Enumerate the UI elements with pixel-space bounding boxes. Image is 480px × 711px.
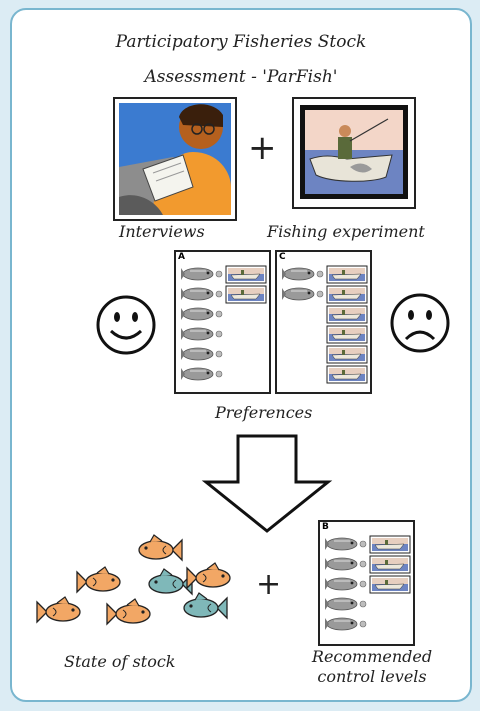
panel-b-contents [325,535,411,631]
preferences-label: Preferences [215,403,313,422]
stock-fish-icon [36,596,81,624]
panel-fish-icon [181,347,223,361]
interview-illustration [113,97,237,221]
panel-boat-icon [225,285,267,304]
panel-boat-icon [326,325,368,344]
panel-fish-icon [181,327,223,341]
stock-fish-icon [186,562,231,590]
panel-boat-icon [369,555,411,574]
panel-fish-icon [282,287,324,301]
fishing-illustration [292,97,416,209]
panel-boat-icon [326,285,368,304]
panel-a-id: A [178,252,185,262]
preference-panel-c: C [275,250,372,394]
panel-fish-icon [181,287,223,301]
panel-boat-icon [326,345,368,364]
plus-sign-bottom: + [256,567,282,602]
panel-c-contents [282,265,368,384]
state-of-stock-label: State of stock [64,652,176,671]
panel-fish-icon [181,367,223,381]
recommended-label-line-1: Recommended [311,647,433,666]
recommended-label-line-2: control levels [317,667,427,686]
panel-fish-icon [325,557,367,571]
panel-boat-icon [369,535,411,554]
stock-fish-icon [106,598,151,626]
happy-face-icon [96,295,156,355]
title-line-1: Participatory Fisheries Stock [115,32,367,52]
panel-boat-icon [326,365,368,384]
title-line-2: Assessment - 'ParFish' [144,67,338,87]
panel-fish-icon [282,267,324,281]
diagram-frame: Participatory Fisheries Stock Assessment… [10,8,472,702]
preference-panel-a: A [174,250,271,394]
panel-boat-icon [326,265,368,284]
stock-fish-icon [138,534,183,562]
panel-fish-icon [325,597,367,611]
panel-fish-icon [325,537,367,551]
panel-b-id: B [322,522,329,532]
panel-fish-icon [325,577,367,591]
panel-boat-icon [326,305,368,324]
panel-a-contents [181,265,267,381]
panel-fish-icon [181,267,223,281]
preference-panel-b: B [318,520,415,646]
sad-face-icon [390,293,450,353]
panel-boat-icon [369,575,411,594]
plus-sign-top: + [248,128,277,168]
panel-boat-icon [225,265,267,284]
interviews-label: Interviews [119,222,205,241]
fishing-experiment-label: Fishing experiment [267,222,425,241]
panel-fish-icon [325,617,367,631]
stock-fish-icon [183,592,228,620]
fish-stock-illustration [36,534,231,626]
panel-fish-icon [181,307,223,321]
panel-c-id: C [279,252,286,262]
stock-fish-icon [148,568,193,596]
stock-fish-icon [76,566,121,594]
down-arrow-icon [201,434,333,533]
